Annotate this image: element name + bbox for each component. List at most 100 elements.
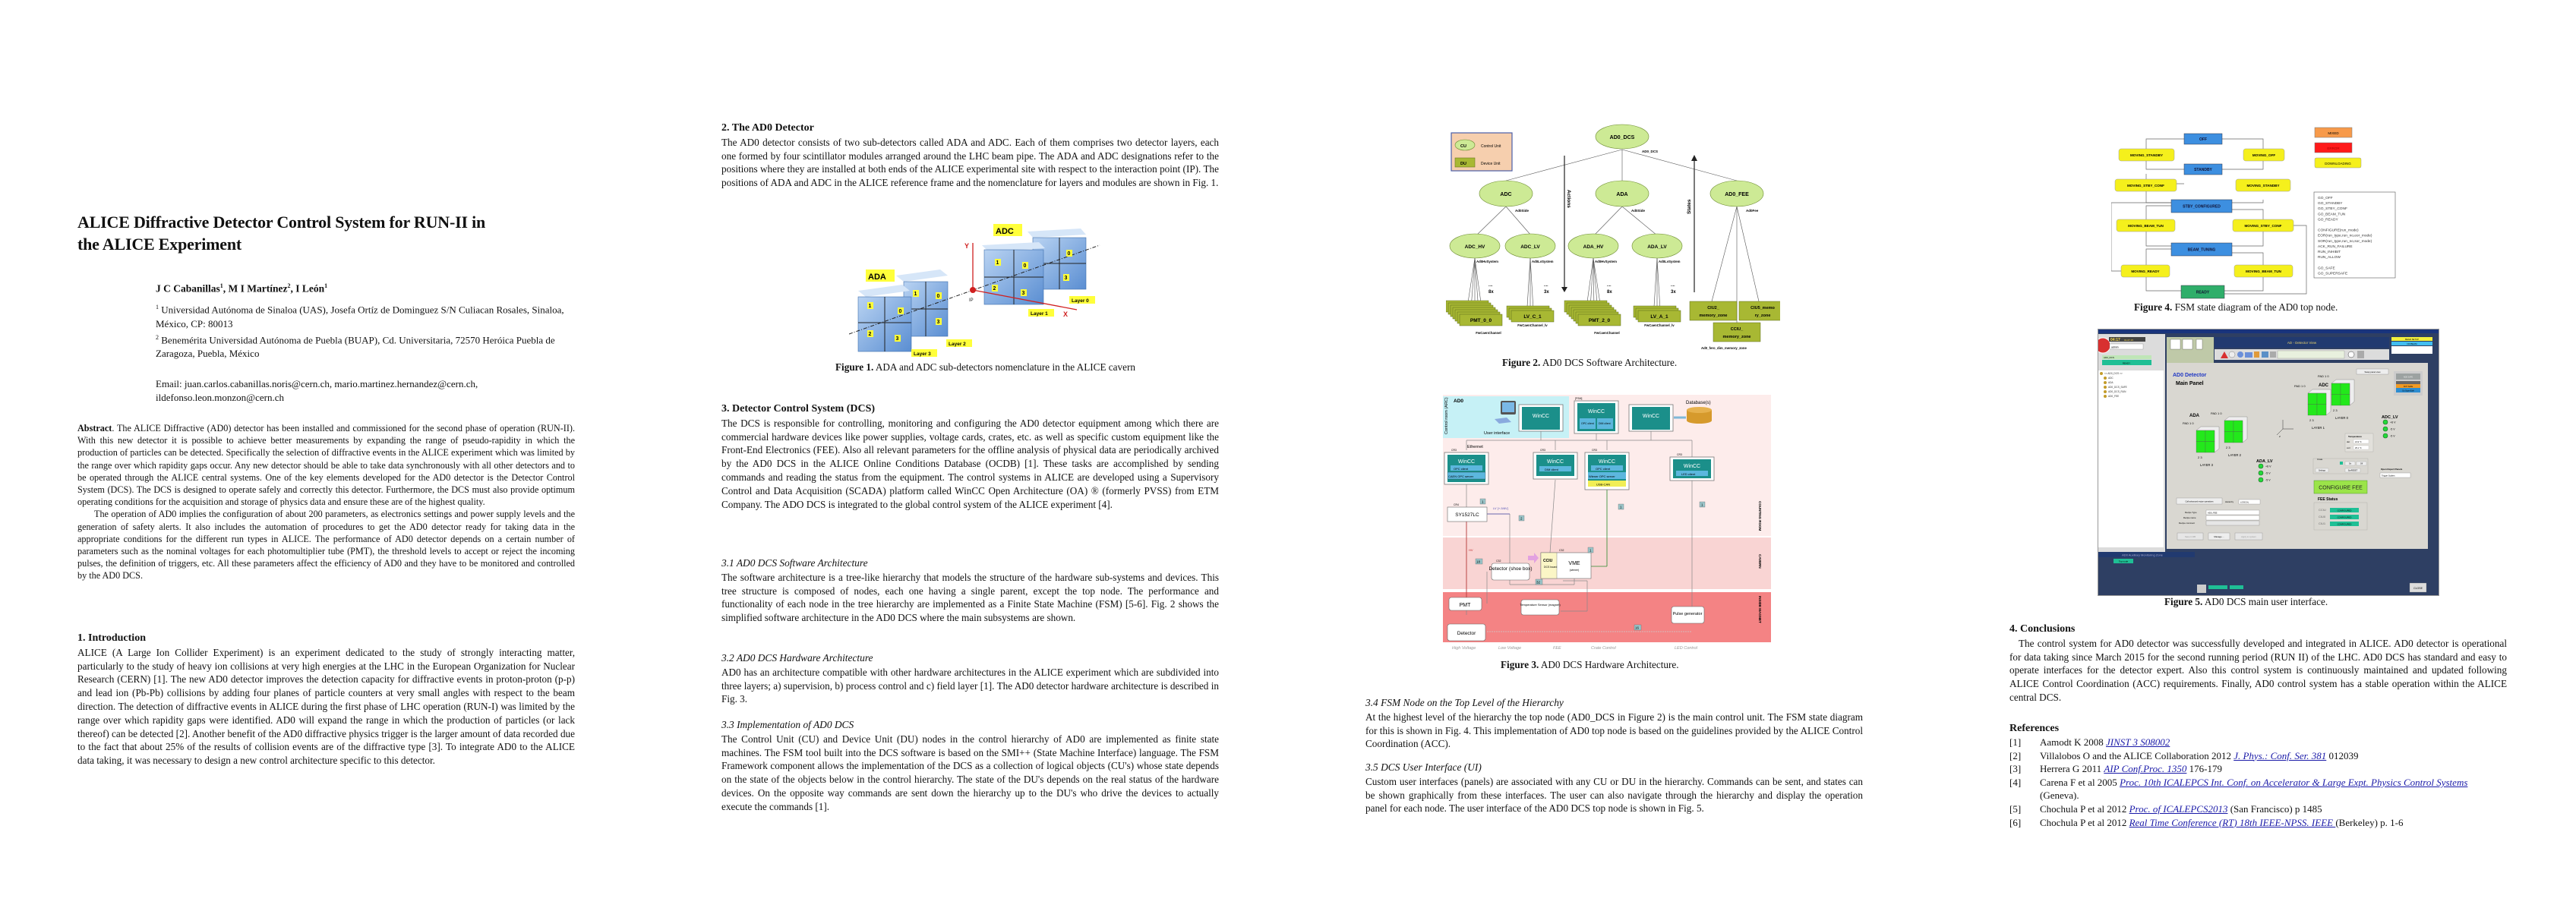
tree-node[interactable]: << AD0_DCS >> <box>2100 372 2123 375</box>
led-client-label: LED client <box>1681 472 1696 476</box>
abstract-paragraph: Abstract. The ALICE Diffractive (AD0) de… <box>77 422 575 508</box>
du-type: Ad0_fero_dim_memory_zone <box>1701 346 1747 350</box>
fee-du-node[interactable]: CCIU_memory_zone <box>1713 322 1761 342</box>
configure-fee-button[interactable] <box>2313 480 2368 494</box>
pad[interactable] <box>2224 420 2234 432</box>
sub-node[interactable]: ADA_LVAd0LvSystem....3xLV_A_1FwCaenChann… <box>1631 233 1683 327</box>
help-icon[interactable] <box>2237 351 2243 358</box>
reference-link[interactable]: Proc. of ICALEPCS2013 <box>2129 802 2228 815</box>
print-icon[interactable] <box>2270 351 2276 358</box>
save-in-db-button[interactable] <box>2177 532 2204 541</box>
expert-panels-select[interactable] <box>2379 472 2411 478</box>
crate-settings-button[interactable] <box>2315 468 2329 473</box>
manage-button[interactable] <box>2208 532 2230 541</box>
pad[interactable] <box>2316 392 2327 405</box>
fsm-icon[interactable] <box>2197 585 2206 593</box>
advanced-recipe-button[interactable] <box>2176 497 2223 505</box>
tree-node[interactable]: AD0_DCS_RUN <box>2104 390 2126 393</box>
pad[interactable] <box>2331 383 2341 395</box>
pad[interactable] <box>2205 430 2215 442</box>
fsm-moving-state: MOVING_STANDBY <box>2118 148 2175 162</box>
swap-panel-button[interactable] <box>2356 368 2389 375</box>
reference-item: [2]Villalobos O and the ALICE Collaborat… <box>2009 749 2496 763</box>
pad[interactable] <box>2340 394 2350 406</box>
tree-node-label: << AD0_DCS >> <box>2104 372 2123 375</box>
section-body: The software architecture is a tree-like… <box>721 571 1219 624</box>
pad[interactable] <box>2307 392 2318 405</box>
crate-off-button[interactable] <box>2356 461 2367 466</box>
view-header <box>2215 337 2389 348</box>
close-button[interactable] <box>2409 582 2427 593</box>
apply-to-system-button[interactable] <box>2234 532 2263 541</box>
fee-du-node[interactable]: CIU5_memory_zone <box>1738 301 1780 321</box>
sysreset-button[interactable] <box>2344 468 2361 473</box>
state-label: MOVING_OFF <box>2252 153 2276 157</box>
tool-icon[interactable] <box>2228 351 2236 358</box>
caption-text: AD0 DCS Software Architecture. <box>1540 357 1678 368</box>
pad[interactable] <box>2307 404 2318 416</box>
du-box[interactable] <box>1577 314 1621 326</box>
crate-on-button[interactable] <box>2344 461 2356 466</box>
hierarchy-select[interactable] <box>2238 499 2261 505</box>
cu-node-top[interactable]: AD0_DCS AD0_DCS <box>1595 124 1658 153</box>
monitor-icon[interactable] <box>2262 351 2268 358</box>
pad[interactable] <box>2233 431 2243 443</box>
node-state-box[interactable] <box>2102 360 2151 365</box>
go-supersafe-button[interactable] <box>2396 388 2420 392</box>
sub-node[interactable]: ADC_HVAd0HvSystem....8xPMT_0_0FwCaenChan… <box>1446 233 1503 335</box>
reference-link[interactable]: JINST 3 S08002 <box>2106 736 2170 748</box>
reference-link[interactable]: Real Time Conference (RT) 18th IEEE-NPSS… <box>2129 816 2336 828</box>
pad[interactable] <box>2196 430 2206 442</box>
author-emails[interactable]: Email: juan.carlos.cabanillas.noris@cern… <box>156 378 478 404</box>
recipe-name-select[interactable] <box>2205 515 2260 521</box>
du-name: LV_C_1 <box>1523 314 1542 320</box>
pad[interactable] <box>2224 431 2234 443</box>
tree-node[interactable]: AD0_FEE <box>2104 395 2119 398</box>
du-box[interactable] <box>1511 310 1555 323</box>
state-label: MOVING_READY <box>2131 270 2159 273</box>
nav-icon[interactable] <box>2170 339 2181 350</box>
recipe-comment-field[interactable] <box>2205 520 2260 526</box>
reference-link[interactable]: AIP Conf.Proc. 1350 <box>2104 763 2187 775</box>
wincc-db: WinCC <box>1628 404 1674 432</box>
nav-icon[interactable] <box>2182 339 2193 350</box>
nav-icon[interactable] <box>2196 339 2203 350</box>
warning-icon[interactable] <box>2221 351 2228 358</box>
fee-du-node[interactable]: CIU2_memory_zone <box>1689 301 1738 321</box>
reference-link[interactable]: Proc. 10th ICALEPCS Int. Conf. on Accele… <box>2120 776 2468 788</box>
info-icon[interactable] <box>2347 351 2355 358</box>
reference-link[interactable]: J. Phys.: Conf. Ser. 381 <box>2233 749 2327 761</box>
du-type: FwCaenChannel_lv <box>1517 323 1548 327</box>
pad[interactable] <box>2316 404 2327 416</box>
du-box[interactable] <box>1459 314 1503 326</box>
pad[interactable] <box>2205 441 2215 453</box>
tree-node[interactable]: ADA <box>2104 381 2114 384</box>
user-field[interactable] <box>2109 343 2144 350</box>
safety-state-button[interactable] <box>2396 374 2420 380</box>
pad[interactable] <box>2233 420 2243 432</box>
opc-client-label: OPC client <box>1596 467 1611 471</box>
save-icon[interactable] <box>2254 351 2259 358</box>
sub-node[interactable]: ADA_HVAd0HvSystem....8xPMT_2_0FwCaenChan… <box>1564 233 1621 335</box>
alarm-icon[interactable] <box>2095 337 2111 354</box>
tree-node[interactable]: AD0_DCS_SAFE <box>2104 386 2127 389</box>
node-name-box[interactable] <box>2102 355 2151 359</box>
top-node-button[interactable] <box>2114 559 2133 563</box>
tool-icon[interactable] <box>2357 351 2364 358</box>
du-box[interactable] <box>1637 310 1681 323</box>
pad[interactable] <box>2340 383 2350 395</box>
pad[interactable] <box>2331 394 2341 406</box>
sub-node[interactable]: ADC_LVAd0LvSystem....3xLV_C_1FwCaenChann… <box>1504 233 1556 327</box>
recipe-type-select[interactable] <box>2205 509 2260 515</box>
tree-node[interactable]: ADC <box>2104 377 2114 380</box>
du-name: PMT_0_0 <box>1470 318 1492 323</box>
pad[interactable] <box>2196 441 2206 453</box>
tool-icon[interactable] <box>2245 352 2252 358</box>
